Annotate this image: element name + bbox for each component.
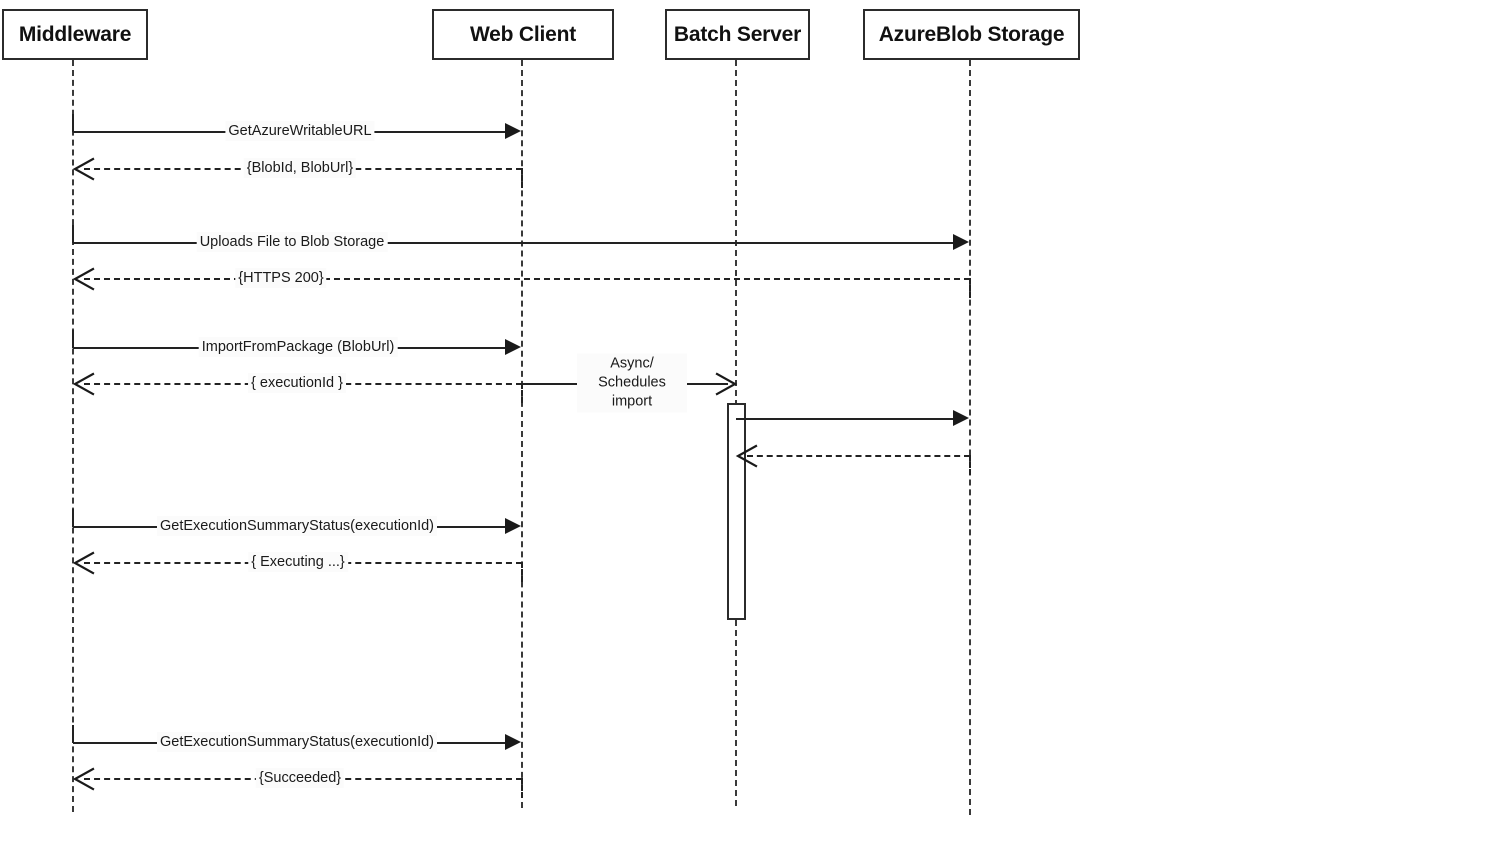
participant-label-batchserver: Batch Server: [673, 22, 802, 46]
activation-bar-batchserver: [727, 403, 746, 620]
arrowhead-open-icon: [72, 157, 95, 181]
message-origin-stub: [521, 383, 523, 403]
message-label-getexecutionsummarystatus-2: GetExecutionSummaryStatus(executionId): [156, 732, 438, 752]
message-origin-stub: [969, 278, 971, 298]
arrowhead-filled-icon: [505, 734, 521, 750]
message-label-succeeded: {Succeeded}: [255, 768, 345, 788]
participant-label-azureblob: AzureBlob Storage: [878, 22, 1065, 46]
arrowhead-filled-icon: [505, 123, 521, 139]
message-line-https-200: [84, 278, 970, 280]
arrowhead-open-icon: [72, 267, 95, 291]
message-origin-stub: [521, 168, 523, 188]
arrowhead-open-icon: [72, 551, 95, 575]
arrowhead-filled-icon: [505, 339, 521, 355]
message-line-batchserver-to-blob: [736, 418, 955, 420]
arrowhead-open-icon: [735, 444, 758, 468]
message-origin-stub: [72, 114, 74, 132]
message-label-getexecutionsummarystatus-1: GetExecutionSummaryStatus(executionId): [156, 516, 438, 536]
message-label-importfrompackage: ImportFromPackage (BlobUrl): [198, 337, 398, 357]
participant-label-webclient: Web Client: [469, 22, 577, 46]
message-origin-stub: [72, 330, 74, 348]
message-label-executing: { Executing ...}: [248, 552, 348, 572]
lifeline-azureblob: [969, 60, 971, 815]
arrowhead-filled-icon: [953, 234, 969, 250]
arrowhead-open-icon: [72, 767, 95, 791]
message-origin-stub: [969, 455, 971, 475]
message-label-https-200: {HTTPS 200}: [235, 268, 327, 288]
message-label-executionid: { executionId }: [248, 373, 346, 393]
participant-box-webclient[interactable]: Web Client: [432, 9, 614, 60]
message-origin-stub: [72, 509, 74, 527]
participant-box-azureblob[interactable]: AzureBlob Storage: [863, 9, 1080, 60]
arrowhead-open-icon: [715, 372, 738, 396]
participant-box-batchserver[interactable]: Batch Server: [665, 9, 810, 60]
lifeline-webclient: [521, 60, 523, 808]
participant-box-middleware[interactable]: Middleware: [2, 9, 148, 60]
participant-label-middleware: Middleware: [18, 22, 132, 46]
lifeline-middleware: [72, 60, 74, 812]
message-origin-stub: [521, 778, 523, 798]
message-label-line2: Schedules import: [598, 374, 666, 410]
message-origin-stub: [521, 562, 523, 582]
message-label-blobid-bloburl: {BlobId, BlobUrl}: [243, 158, 357, 178]
message-origin-stub: [72, 725, 74, 743]
message-label-getazurewritableurl: GetAzureWritableURL: [225, 121, 375, 141]
arrowhead-open-icon: [72, 372, 95, 396]
message-origin-stub: [72, 225, 74, 243]
message-line-uploads-file: [73, 242, 955, 244]
message-label-uploads-file: Uploads File to Blob Storage: [196, 232, 388, 252]
message-label-async-schedules-import: Async/ Schedules import: [577, 353, 687, 413]
arrowhead-filled-icon: [505, 518, 521, 534]
message-line-blob-to-batchserver: [747, 455, 970, 457]
message-label-line1: Async/: [610, 355, 654, 372]
arrowhead-filled-icon: [953, 410, 969, 426]
